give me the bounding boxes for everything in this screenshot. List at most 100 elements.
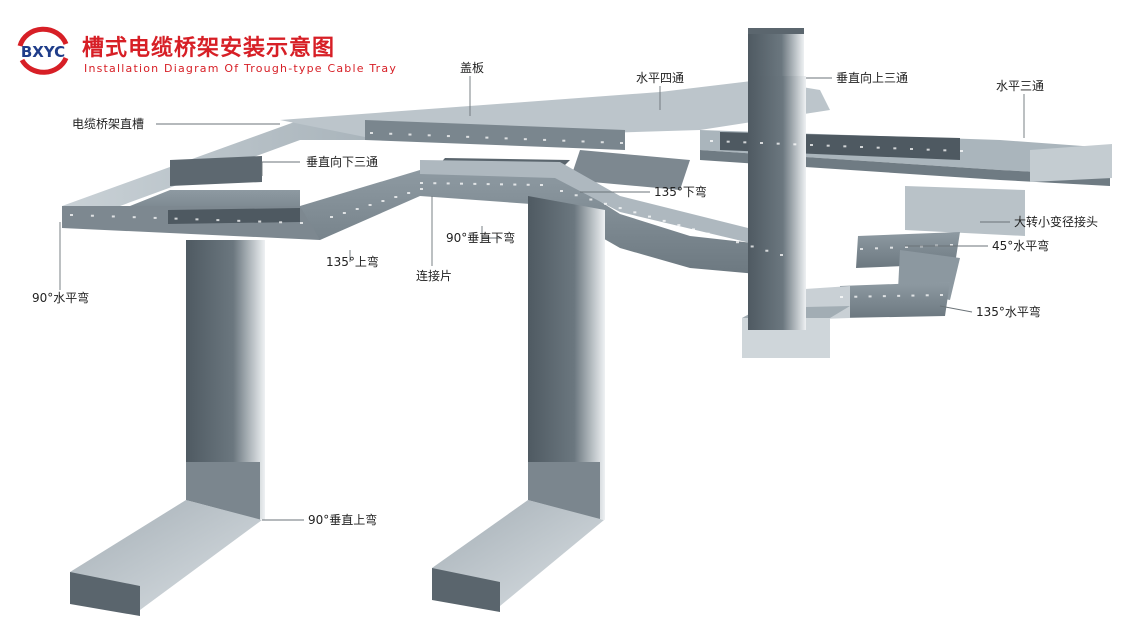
perforation-hole	[589, 198, 593, 201]
perforation-hole	[780, 254, 783, 256]
leader-vertical-down-bend-90	[481, 226, 500, 239]
perforation-hole	[460, 182, 463, 185]
perforation-hole	[174, 217, 178, 220]
label-straight-trough: 电缆桥架直槽	[72, 117, 144, 131]
perforation-hole	[860, 248, 863, 250]
perforation-hole	[389, 132, 393, 135]
label-horizontal-bend-90: 90°水平弯	[32, 290, 89, 305]
label-horizontal-bend-45: 45°水平弯	[992, 238, 1049, 253]
label-vertical-up-tee: 垂直向上三通	[836, 70, 908, 85]
perforation-hole	[427, 134, 431, 137]
perforation-hole	[868, 295, 872, 298]
perforation-hole	[860, 146, 863, 148]
perforation-hole	[300, 222, 303, 224]
perforation-hole	[216, 219, 220, 222]
perforation-hole	[620, 142, 623, 144]
perforation-hole	[370, 132, 373, 134]
perforation-hole	[633, 211, 637, 214]
perforation-hole	[760, 142, 763, 144]
perforation-hole	[677, 224, 681, 227]
perforation-hole	[258, 220, 262, 223]
perforation-hole	[662, 219, 666, 222]
leader-lines	[59, 76, 1025, 521]
perforation-hole	[420, 182, 423, 184]
perforation-hole	[897, 294, 901, 297]
perforation-hole	[843, 145, 847, 148]
perforation-hole	[721, 236, 725, 239]
perforation-hole	[793, 143, 797, 146]
perforation-hole	[876, 146, 880, 149]
perforation-hole	[743, 141, 747, 144]
perforation-hole	[600, 141, 604, 144]
perforation-hole	[926, 148, 930, 151]
perforation-hole	[485, 136, 489, 139]
perforation-hole	[706, 232, 710, 235]
perforation-hole	[132, 216, 136, 219]
perforation-hole	[618, 207, 622, 210]
perforation-hole	[890, 246, 893, 249]
label-vertical-down-tee: 垂直向下三通	[306, 154, 378, 169]
perforation-hole	[279, 221, 283, 224]
logo-arc-bottom	[19, 56, 69, 75]
raised-span	[300, 160, 780, 276]
perforation-hole	[925, 294, 929, 297]
label-vertical-down-bend-90: 90°垂直下弯	[446, 230, 515, 245]
perforation-hole	[950, 244, 953, 246]
label-horizontal-tee: 水平三通	[996, 79, 1044, 93]
perforation-hole	[893, 147, 897, 150]
perforation-hole	[330, 216, 333, 218]
label-vertical-up-bend-90: 90°垂直上弯	[308, 512, 377, 527]
perforation-hole	[882, 295, 886, 298]
perforation-holes	[70, 132, 963, 298]
perforation-hole	[408, 133, 412, 136]
perforation-hole	[153, 216, 157, 219]
perforation-hole	[750, 245, 754, 248]
perforation-hole	[943, 149, 947, 152]
perforation-hole	[710, 140, 713, 142]
perforation-hole	[90, 214, 94, 217]
perforation-hole	[526, 183, 530, 186]
vertical-up-tee-part	[748, 28, 804, 76]
perforation-hole	[648, 215, 651, 218]
perforation-hole	[70, 214, 73, 216]
perforation-hole	[394, 196, 398, 198]
perforation-hole	[810, 144, 813, 146]
perforation-hole	[513, 183, 517, 186]
perforation-hole	[840, 296, 843, 298]
perforation-hole	[342, 212, 346, 214]
perforation-hole	[355, 208, 359, 210]
perforation-hole	[826, 144, 830, 147]
label-horizontal-bend-135: 135°水平弯	[976, 304, 1041, 319]
perforation-hole	[473, 182, 477, 185]
perforation-hole	[726, 140, 730, 143]
page-subtitle: Installation Diagram Of Trough-type Cabl…	[84, 62, 398, 75]
perforation-hole	[543, 138, 547, 141]
perforation-hole	[736, 241, 739, 244]
perforation-hole	[500, 183, 503, 186]
label-cover: 盖板	[460, 61, 484, 75]
perforation-hole	[940, 294, 943, 296]
perforation-hole	[111, 215, 115, 218]
perforation-hole	[407, 192, 411, 194]
leader-horizontal-bend-135	[939, 305, 973, 313]
perforation-hole	[368, 204, 372, 206]
perforation-hole	[765, 249, 769, 252]
label-big-small-reducer: 大转小变径接头	[1014, 214, 1098, 229]
page-title: 槽式电缆桥架安装示意图	[82, 36, 336, 61]
perforation-hole	[574, 194, 578, 197]
label-up-bend-135: 135°上弯	[326, 254, 379, 269]
vertical-drop-column	[748, 76, 806, 330]
perforation-hole	[446, 135, 450, 138]
perforation-hole	[237, 219, 241, 222]
label-connector-plate: 连接片	[416, 268, 452, 283]
left-support-leg	[70, 240, 265, 616]
perforation-hole	[581, 140, 585, 143]
leader-vertical-down-tee	[261, 161, 300, 176]
perforation-hole	[604, 202, 607, 205]
perforation-hole	[960, 150, 963, 152]
perforation-hole	[420, 188, 423, 190]
middle-support-leg	[432, 196, 605, 612]
perforation-hole	[195, 218, 199, 221]
